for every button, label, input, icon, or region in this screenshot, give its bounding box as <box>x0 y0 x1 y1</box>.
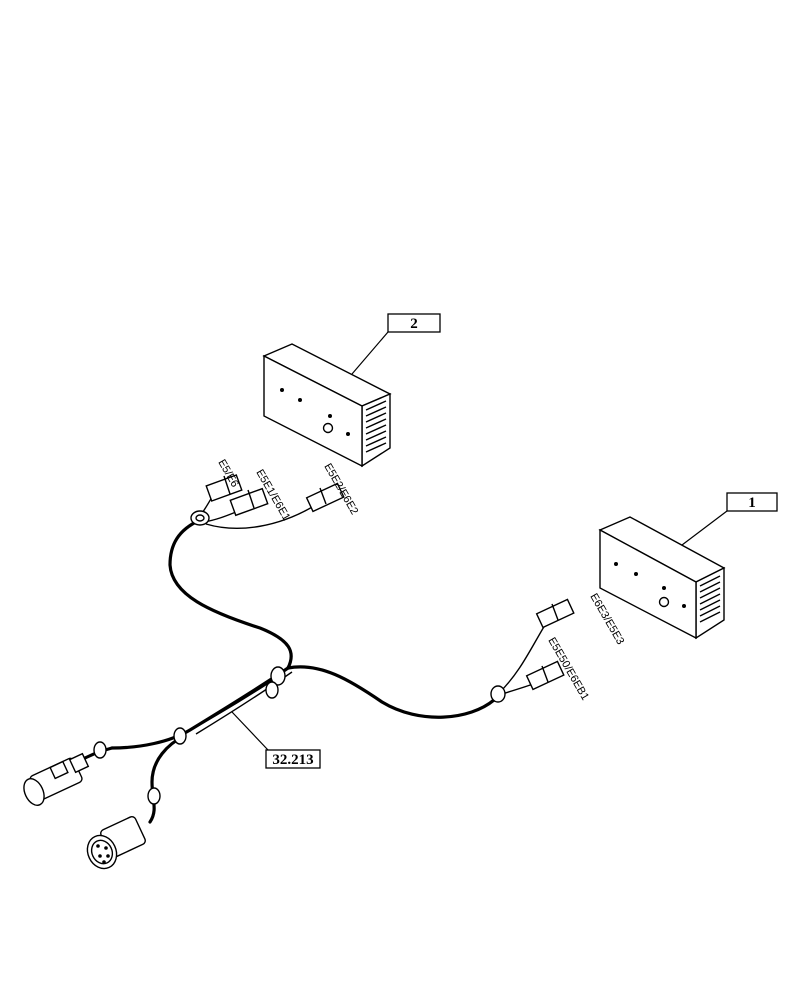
callout-harness[interactable]: 32.213 <box>231 711 321 769</box>
connector-e5-e6[interactable] <box>205 474 243 502</box>
wiring-harness <box>72 493 546 824</box>
connector-e5e50-e6eb1[interactable] <box>525 660 565 691</box>
callout-harness-label: 32.213 <box>272 752 313 768</box>
lamp-unit-1 <box>598 516 726 640</box>
main-flat-connector[interactable] <box>20 752 90 809</box>
main-round-connector[interactable] <box>82 815 146 873</box>
callout-1[interactable]: 1 <box>681 492 778 546</box>
connector-e6e3-e5e3[interactable] <box>535 598 575 629</box>
connector-e5e2-e6e2[interactable] <box>305 482 345 513</box>
callout-1-label: 1 <box>748 495 756 511</box>
callout-2-label: 2 <box>410 316 418 332</box>
connector-e5e1-e6e1[interactable] <box>229 487 269 517</box>
lamp-unit-2 <box>262 343 392 468</box>
cable-clips <box>93 510 506 805</box>
callout-2[interactable]: 2 <box>351 313 441 375</box>
label-e6e3-e5e3: E6E3/E5E3 <box>587 592 626 647</box>
